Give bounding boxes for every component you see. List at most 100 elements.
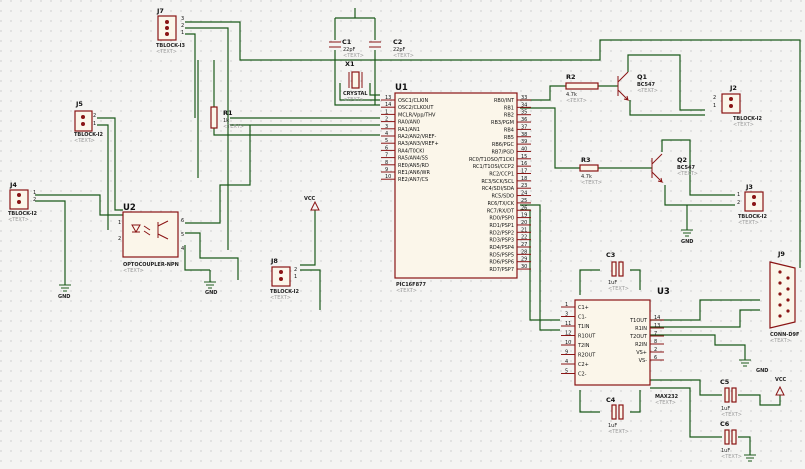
j5-body — [74, 110, 93, 132]
j7-terminal-block[interactable]: J7 3 2 1 TBLOCK-I3 <TEXT> — [156, 7, 186, 55]
u3-pin-number: 1 — [565, 302, 568, 308]
u1-pin-number: 4 — [385, 131, 388, 137]
u1-pin-label: RD1/PSP1 — [489, 223, 514, 229]
c1-capacitor[interactable]: C1 22pF <TEXT> — [329, 38, 364, 59]
c5-ref: C5 — [720, 378, 730, 386]
u3-text-placeholder: <TEXT> — [655, 400, 676, 406]
u1-pin-number: 33 — [521, 95, 527, 101]
u3-pin-number: 9 — [565, 350, 568, 356]
u1-pin-label: RC5/SDO — [491, 194, 514, 200]
pin-socket-icon — [778, 270, 782, 274]
u1-pin-label: RC7/RX/DT — [487, 208, 515, 214]
j3-terminal-block[interactable]: J3 1 2 TBLOCK-I2 <TEXT> — [737, 183, 768, 226]
u1-text-placeholder: <TEXT> — [396, 288, 417, 294]
u1-body — [394, 92, 518, 279]
u1-pin-label: RA4/T0CKI — [398, 148, 424, 154]
j4-terminal-block[interactable]: J4 1 2 TBLOCK-I2 <TEXT> — [8, 181, 38, 223]
u1-pin-number: 5 — [385, 138, 388, 144]
c6-capacitor[interactable]: C6 1uF <TEXT> — [720, 420, 742, 460]
npn-transistor-icon — [651, 153, 664, 183]
j5-terminal-block[interactable]: J5 2 1 TBLOCK-I2 <TEXT> — [74, 100, 104, 144]
terminal-screw-icon — [17, 200, 21, 204]
u3-pin-label: T1IN — [577, 324, 590, 330]
q1-transistor[interactable]: Q1 BC547 <TEXT> — [617, 71, 658, 101]
j8-terminal-block[interactable]: J8 2 1 TBLOCK-I2 <TEXT> — [270, 257, 300, 301]
j2-ref: J2 — [729, 84, 737, 92]
u1-ref: U1 — [395, 83, 408, 93]
c3-text-placeholder: <TEXT> — [608, 286, 629, 292]
gnd-symbol-1: GND — [58, 284, 71, 300]
u3-part-label: MAX232 — [655, 394, 679, 400]
c3-plate-b — [618, 261, 624, 277]
u3-pin-number: 10 — [565, 340, 571, 346]
j5-ref: J5 — [75, 100, 83, 108]
q2-transistor[interactable]: Q2 BC547 <TEXT> — [651, 153, 698, 183]
u1-pin-number: 34 — [521, 102, 527, 108]
q2-part-label: BC547 — [677, 165, 695, 171]
u3-pin-number: 6 — [654, 355, 657, 361]
q1-text-placeholder: <TEXT> — [637, 88, 658, 94]
j3-ref: J3 — [745, 183, 753, 191]
c2-ref: C2 — [393, 38, 402, 46]
terminal-screw-icon — [17, 193, 21, 197]
c2-capacitor[interactable]: C2 22pF <TEXT> — [369, 38, 414, 59]
terminal-screw-icon — [729, 97, 733, 101]
r3-text-placeholder: <TEXT> — [581, 180, 602, 186]
u2-optocoupler[interactable]: U2 1 2 4 5 6 OPTOCOUPLER-NPN <TEXT> — [118, 203, 184, 274]
terminal-screw-icon — [81, 122, 85, 126]
u2-pin-4: 4 — [181, 246, 184, 252]
u3-pin-label: T2IN — [577, 343, 590, 349]
pin-socket-icon — [778, 281, 782, 285]
u1-pin-number: 3 — [385, 124, 388, 130]
u3-max232[interactable]: U3 MAX232 <TEXT> C1+1C1-3T1IN11R1OUT12T2… — [561, 287, 679, 406]
vcc-arrow-icon — [775, 385, 785, 396]
x1-body — [351, 71, 360, 89]
u1-pin-label: OSC1/CLKIN — [398, 98, 428, 104]
r2-ref: R2 — [566, 73, 576, 81]
r2-resistor[interactable]: R2 4.7k <TEXT> — [565, 73, 599, 104]
c4-ref: C4 — [606, 396, 616, 404]
u2-pin-6: 6 — [181, 218, 184, 224]
j8-pin-2: 2 — [294, 267, 297, 273]
gnd-symbol-3: GND — [681, 229, 693, 245]
u1-pin-number: 24 — [521, 191, 527, 197]
ground-icon — [204, 281, 216, 289]
j9-db9-connector[interactable]: J9 CONN-D9F <TEXT> — [769, 250, 799, 344]
u1-pin-number: 38 — [521, 132, 527, 138]
terminal-screw-icon — [279, 277, 283, 281]
j9-body — [769, 261, 796, 329]
u3-ref: U3 — [657, 287, 670, 297]
wires — [35, 8, 801, 455]
gnd-symbol-5 — [744, 454, 756, 462]
r3-resistor[interactable]: R3 4.7k <TEXT> — [579, 156, 602, 186]
j2-terminal-block[interactable]: J2 2 1 TBLOCK-I2 <TEXT> — [713, 84, 763, 128]
j3-body — [744, 191, 764, 212]
u3-pin-number: 4 — [565, 359, 568, 365]
u1-pic-microcontroller[interactable]: U1 PIC16F877 <TEXT> OSC1/CLKIN13OSC2/CLK… — [381, 83, 531, 294]
terminal-screw-icon — [729, 104, 733, 108]
r1-resistor[interactable]: R1 1k <TEXT> — [210, 106, 244, 130]
r2-body — [565, 82, 599, 90]
c1-ref: C1 — [342, 38, 352, 46]
u1-pin-label: RE1/AN6/WR — [398, 170, 430, 176]
r2-value: 4.7k — [566, 92, 577, 98]
u1-pin-number: 27 — [521, 242, 527, 248]
x1-crystal[interactable]: X1 CRYSTAL <TEXT> — [343, 60, 368, 103]
c3-capacitor[interactable]: C3 1uF <TEXT> — [606, 251, 629, 292]
j5-text-placeholder: <TEXT> — [74, 138, 95, 144]
u1-pin-number: 6 — [385, 145, 388, 151]
u3-pin-label: VS- — [639, 358, 648, 364]
c5-capacitor[interactable]: C5 1uF <TEXT> — [720, 378, 742, 418]
j8-ref: J8 — [270, 257, 278, 265]
c4-capacitor[interactable]: C4 1uF <TEXT> — [606, 396, 629, 435]
j5-pin-2: 2 — [93, 113, 96, 119]
j8-body — [271, 266, 291, 287]
u3-pin-label: C1+ — [578, 305, 589, 311]
u1-pin-number: 39 — [521, 139, 527, 145]
u1-pin-label: RD5/PSP5 — [489, 252, 514, 258]
u1-pin-label: RB2 — [504, 113, 514, 119]
j3-part-label: TBLOCK-I2 — [738, 214, 768, 220]
u1-pin-number: 7 — [385, 153, 388, 159]
